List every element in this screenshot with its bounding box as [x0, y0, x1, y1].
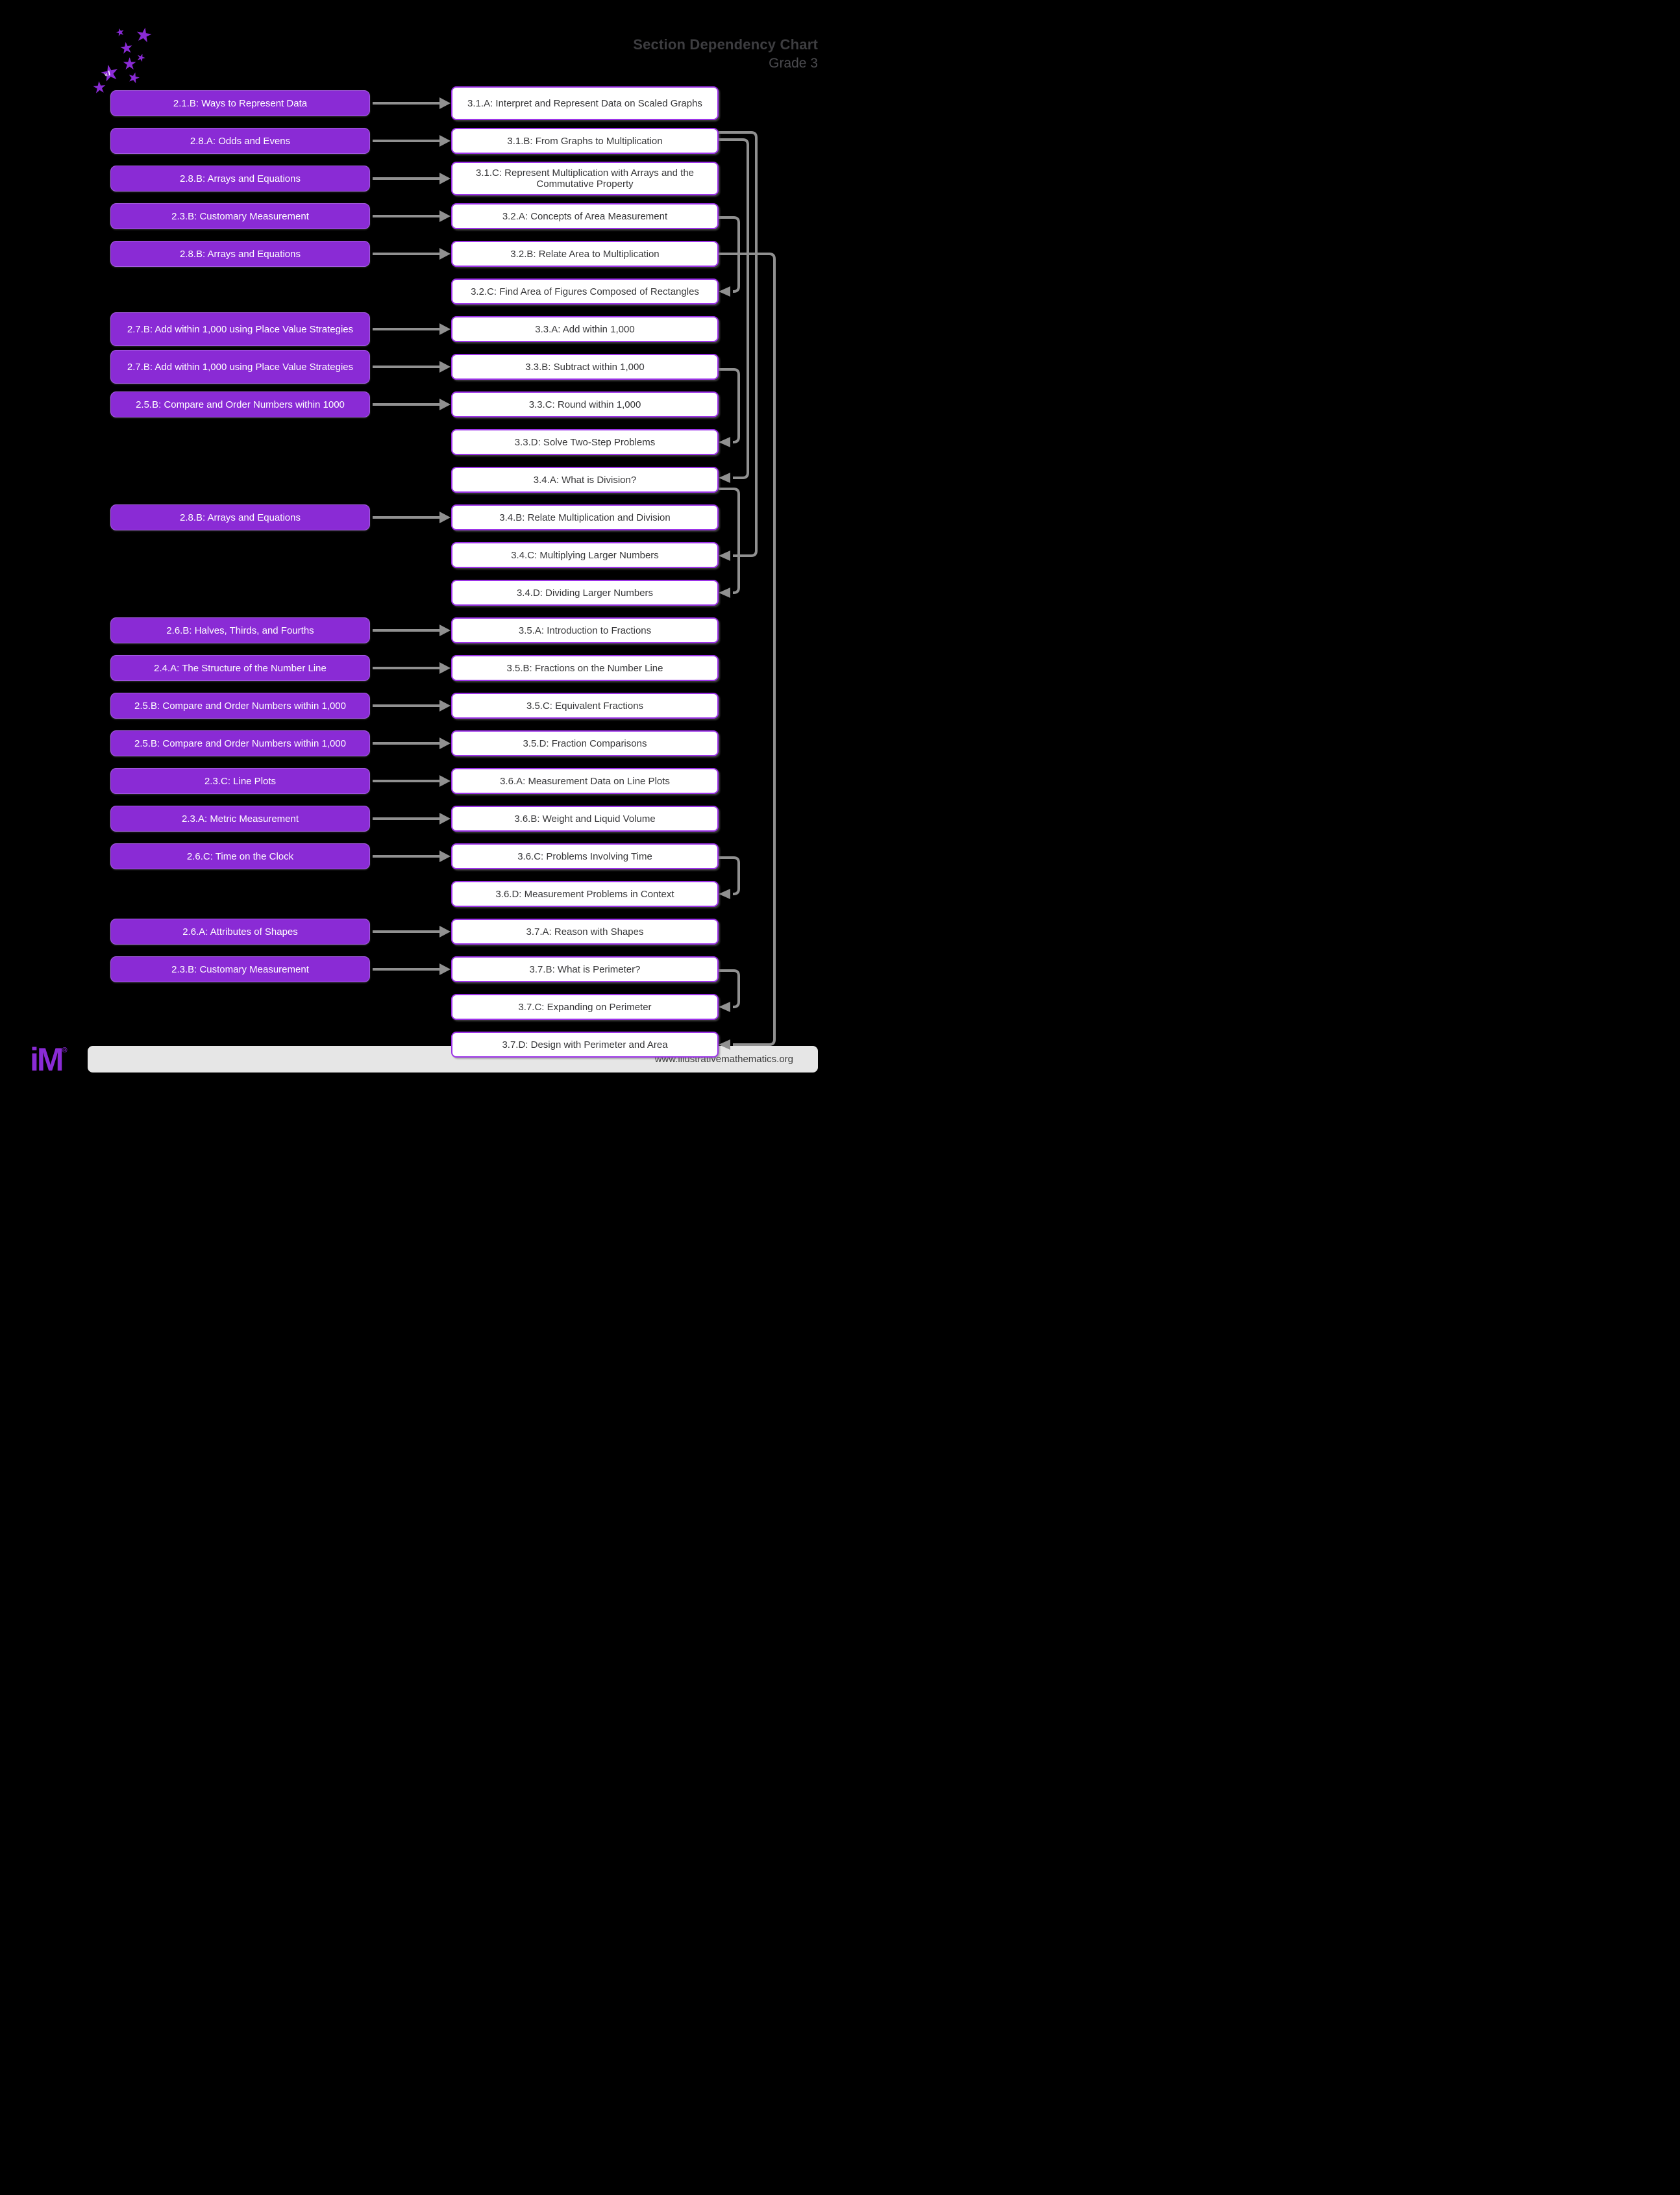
grade2-section-box: 2.5.B: Compare and Order Numbers within … — [110, 391, 370, 417]
grade2-section-box: 2.6.B: Halves, Thirds, and Fourths — [110, 617, 370, 643]
dependency-arrow — [373, 210, 451, 222]
grade3-section-box: 3.6.A: Measurement Data on Line Plots — [451, 768, 719, 794]
grade2-section-box: 2.5.B: Compare and Order Numbers within … — [110, 730, 370, 756]
grade3-section-box: 3.3.D: Solve Two-Step Problems — [451, 429, 719, 455]
chart-row: 3.4.D: Dividing Larger Numbers — [0, 574, 840, 612]
dependency-arrow — [373, 361, 451, 373]
grade3-section-box: 3.7.B: What is Perimeter? — [451, 956, 719, 982]
grade3-section-box: 3.5.D: Fraction Comparisons — [451, 730, 719, 756]
chart-row: 2.8.B: Arrays and Equations 3.4.B: Relate… — [0, 499, 840, 536]
grade2-section-box: 2.8.A: Odds and Evens — [110, 128, 370, 154]
chart-row: 2.7.B: Add within 1,000 using Place Valu… — [0, 348, 840, 386]
chart-row: 2.5.B: Compare and Order Numbers within … — [0, 725, 840, 762]
grade3-section-box: 3.3.C: Round within 1,000 — [451, 391, 719, 417]
chart-row: 2.1.B: Ways to Represent Data 3.1.A: Inte… — [0, 84, 840, 122]
grade3-section-box: 3.6.D: Measurement Problems in Context — [451, 881, 719, 907]
grade2-section-box: 2.8.B: Arrays and Equations — [110, 166, 370, 192]
grade3-section-box: 3.7.D: Design with Perimeter and Area — [451, 1032, 719, 1058]
chart-row: 2.8.B: Arrays and Equations 3.2.B: Relate… — [0, 235, 840, 273]
grade3-section-box: 3.5.B: Fractions on the Number Line — [451, 655, 719, 681]
im-brand-logo: iM® — [30, 1041, 68, 1078]
chart-row: 3.6.D: Measurement Problems in Context — [0, 875, 840, 913]
dependency-arrow — [373, 662, 451, 674]
chart-row: 2.3.B: Customary Measurement 3.7.B: What … — [0, 950, 840, 988]
grade3-section-box: 3.1.B: From Graphs to Multiplication — [451, 128, 719, 154]
grade2-section-box: 2.1.B: Ways to Represent Data — [110, 90, 370, 116]
chart-row: 2.8.B: Arrays and Equations 3.1.C: Repres… — [0, 160, 840, 197]
grade3-section-box: 3.1.C: Represent Multiplication with Arr… — [451, 162, 719, 195]
page-subtitle: Grade 3 — [769, 56, 818, 71]
chart-row: 2.5.B: Compare and Order Numbers within … — [0, 687, 840, 725]
grade2-section-box: 2.8.B: Arrays and Equations — [110, 504, 370, 530]
grade3-section-box: 3.6.B: Weight and Liquid Volume — [451, 806, 719, 832]
grade2-section-box: 2.4.A: The Structure of the Number Line — [110, 655, 370, 681]
chart-row: 2.3.B: Customary Measurement 3.2.A: Conce… — [0, 197, 840, 235]
dependency-arrow — [373, 512, 451, 523]
chart-row: 2.6.B: Halves, Thirds, and Fourths 3.5.A:… — [0, 612, 840, 649]
dependency-arrow — [373, 135, 451, 147]
grade2-section-box: 2.3.C: Line Plots — [110, 768, 370, 794]
chart-row: 3.7.C: Expanding on Perimeter — [0, 988, 840, 1026]
chart-row: 3.2.C: Find Area of Figures Composed of … — [0, 273, 840, 310]
dependency-arrow — [373, 323, 451, 335]
dependency-arrow — [373, 926, 451, 937]
chart-row: 2.6.C: Time on the Clock 3.6.C: Problems … — [0, 837, 840, 875]
dependency-chart: 2.1.B: Ways to Represent Data 3.1.A: Inte… — [0, 0, 840, 1097]
dependency-arrow — [373, 738, 451, 749]
grade2-section-box: 2.5.B: Compare and Order Numbers within … — [110, 693, 370, 719]
grade2-section-box: 2.3.B: Customary Measurement — [110, 203, 370, 229]
chart-row: 2.7.B: Add within 1,000 using Place Valu… — [0, 310, 840, 348]
grade3-section-box: 3.4.B: Relate Multiplication and Divisio… — [451, 504, 719, 530]
page-title: Section Dependency Chart — [633, 36, 818, 53]
grade3-section-box: 3.1.A: Interpret and Represent Data on S… — [451, 86, 719, 120]
dependency-arrow — [373, 173, 451, 184]
grade2-section-box: 2.3.B: Customary Measurement — [110, 956, 370, 982]
grade2-section-box: 2.7.B: Add within 1,000 using Place Valu… — [110, 350, 370, 384]
dependency-arrow — [373, 700, 451, 712]
grade2-section-box: 2.6.A: Attributes of Shapes — [110, 919, 370, 945]
grade3-section-box: 3.5.C: Equivalent Fractions — [451, 693, 719, 719]
chart-row: 3.3.D: Solve Two-Step Problems — [0, 423, 840, 461]
chart-row: 2.5.B: Compare and Order Numbers within … — [0, 386, 840, 423]
chart-row: 2.4.A: The Structure of the Number Line 3… — [0, 649, 840, 687]
grade3-section-box: 3.4.C: Multiplying Larger Numbers — [451, 542, 719, 568]
grade2-section-box: 2.6.C: Time on the Clock — [110, 843, 370, 869]
chart-row: 3.7.D: Design with Perimeter and Area — [0, 1026, 840, 1063]
grade3-section-box: 3.3.B: Subtract within 1,000 — [451, 354, 719, 380]
grade3-section-box: 3.2.C: Find Area of Figures Composed of … — [451, 279, 719, 304]
chart-row: 2.8.A: Odds and Evens 3.1.B: From Graphs … — [0, 122, 840, 160]
registered-mark: ® — [62, 1047, 68, 1054]
grade3-section-box: 3.7.A: Reason with Shapes — [451, 919, 719, 945]
grade3-section-box: 3.4.A: What is Division? — [451, 467, 719, 493]
grade3-section-box: 3.2.B: Relate Area to Multiplication — [451, 241, 719, 267]
dependency-arrow — [373, 963, 451, 975]
chart-row: 2.3.A: Metric Measurement 3.6.B: Weight a… — [0, 800, 840, 837]
dependency-arrow — [373, 850, 451, 862]
grade3-section-box: 3.5.A: Introduction to Fractions — [451, 617, 719, 643]
dependency-arrow — [373, 813, 451, 825]
grade2-section-box: 2.3.A: Metric Measurement — [110, 806, 370, 832]
dependency-arrow — [373, 625, 451, 636]
dependency-arrow — [373, 248, 451, 260]
grade2-section-box: 2.8.B: Arrays and Equations — [110, 241, 370, 267]
grade3-section-box: 3.3.A: Add within 1,000 — [451, 316, 719, 342]
chart-row: 2.3.C: Line Plots 3.6.A: Measurement Data… — [0, 762, 840, 800]
chart-row: 2.6.A: Attributes of Shapes 3.7.A: Reason… — [0, 913, 840, 950]
dependency-arrow — [373, 775, 451, 787]
dependency-arrow — [373, 97, 451, 109]
chart-row: 3.4.A: What is Division? — [0, 461, 840, 499]
grade3-section-box: 3.4.D: Dividing Larger Numbers — [451, 580, 719, 606]
grade3-section-box: 3.2.A: Concepts of Area Measurement — [451, 203, 719, 229]
grade3-section-box: 3.6.C: Problems Involving Time — [451, 843, 719, 869]
grade3-section-box: 3.7.C: Expanding on Perimeter — [451, 994, 719, 1020]
im-star-cluster-logo: ★★★★★★v.I★★ — [0, 0, 195, 123]
star-icon: ★ — [122, 55, 138, 74]
dependency-arrow — [373, 399, 451, 410]
chart-row: 3.4.C: Multiplying Larger Numbers — [0, 536, 840, 574]
grade2-section-box: 2.7.B: Add within 1,000 using Place Valu… — [110, 312, 370, 346]
